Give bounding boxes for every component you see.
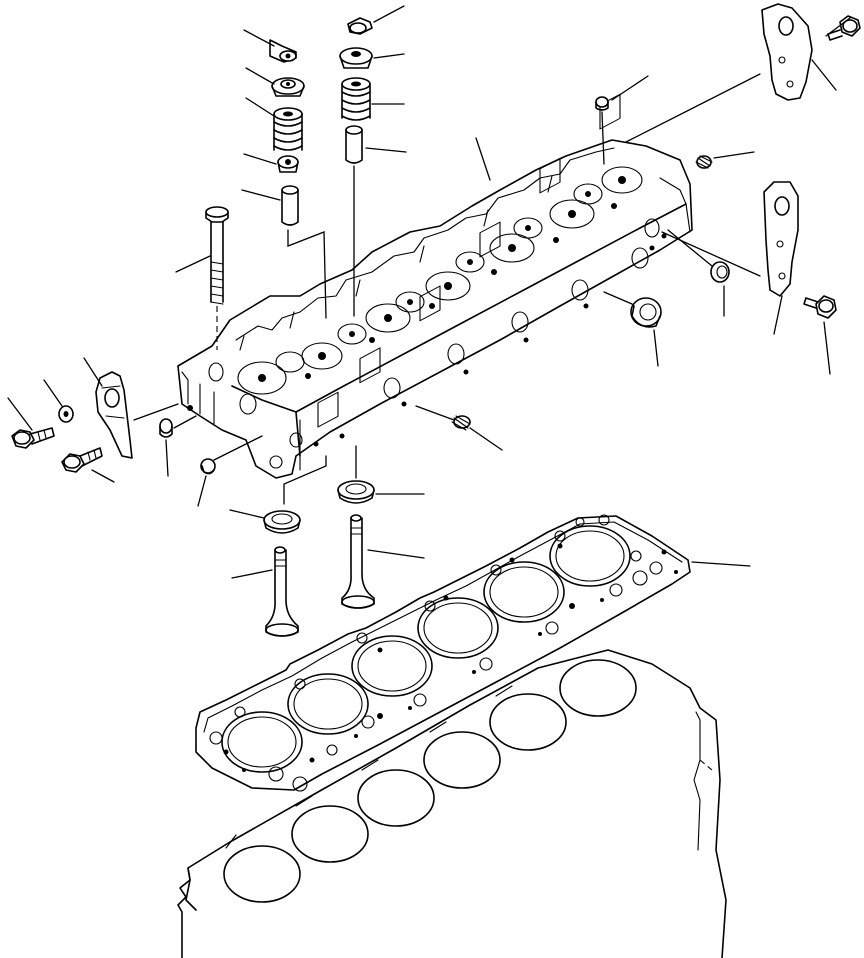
lifting-bracket-icon bbox=[763, 181, 799, 297]
valve-seal-ring-icon bbox=[337, 480, 375, 504]
expansion-plug-icon bbox=[630, 297, 662, 328]
head-gasket-icon bbox=[195, 514, 691, 792]
expansion-plug-icon bbox=[710, 261, 730, 283]
lifting-bracket-icon bbox=[761, 3, 813, 101]
flange-bolt-icon bbox=[803, 295, 837, 319]
threaded-plug-icon bbox=[695, 155, 713, 169]
threaded-plug-icon bbox=[595, 96, 609, 111]
head-bolt-icon bbox=[205, 206, 229, 350]
expansion-plug-icon bbox=[159, 418, 173, 438]
exhaust-valve-icon bbox=[341, 514, 375, 609]
assembly-guide-lines bbox=[133, 73, 761, 505]
threaded-plug-icon bbox=[451, 415, 471, 431]
valve-cotter-icon bbox=[347, 17, 373, 35]
spring-retainer-icon bbox=[271, 77, 305, 97]
valve-spring-icon bbox=[341, 77, 371, 121]
valve-seal-ring-icon bbox=[277, 155, 299, 173]
washer-icon bbox=[58, 405, 74, 423]
flange-bolt-icon bbox=[11, 427, 55, 449]
valve-seal-ring-icon bbox=[263, 510, 301, 534]
intake-valve-icon bbox=[265, 546, 299, 637]
valve-cotter-icon bbox=[269, 39, 297, 63]
valve-spring-icon bbox=[273, 107, 303, 151]
cylinder-head-icon bbox=[177, 93, 693, 479]
leader-lines bbox=[7, 5, 851, 579]
spring-retainer-icon bbox=[339, 47, 373, 69]
lifting-bracket-icon bbox=[95, 371, 133, 459]
flange-bolt-icon bbox=[827, 15, 861, 41]
valve-guide-icon bbox=[281, 185, 299, 226]
flange-bolt-icon bbox=[61, 447, 103, 473]
expansion-plug-icon bbox=[200, 458, 216, 475]
valve-guide-icon bbox=[345, 125, 363, 164]
engine-block-icon bbox=[177, 649, 727, 958]
